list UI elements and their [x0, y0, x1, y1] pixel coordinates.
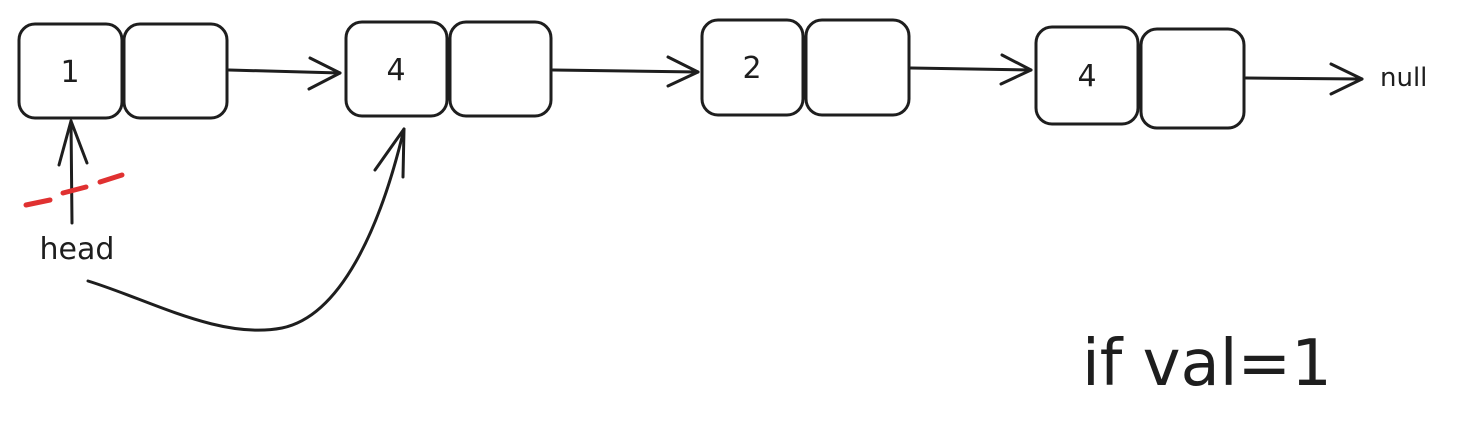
- node-value-box: [17, 22, 124, 120]
- strike-dash: [60, 184, 89, 196]
- strike-mark: [23, 172, 125, 208]
- node-next-box: [122, 22, 229, 120]
- list-node: 4: [344, 20, 553, 118]
- list-node: 2: [700, 18, 911, 117]
- node-value-box: [344, 20, 449, 118]
- strike-dash: [97, 172, 125, 185]
- strike-dash: [23, 197, 53, 208]
- condition-label: if val=1: [1082, 327, 1332, 401]
- head-move-arrow: [86, 127, 406, 332]
- head-pointer-arrow: [57, 119, 89, 225]
- node-value-box: [1034, 25, 1140, 126]
- null-label: null: [1380, 63, 1427, 93]
- node-next-box: [448, 20, 553, 118]
- next-arrow: [551, 55, 700, 88]
- node-value: 1: [60, 55, 79, 90]
- list-node: 4: [1034, 25, 1246, 130]
- node-value: 2: [742, 51, 761, 86]
- null-arrow: [1244, 62, 1364, 96]
- list-node: 1: [17, 22, 229, 120]
- node-value-box: [700, 18, 805, 117]
- node-next-box: [1139, 27, 1246, 130]
- node-value: 4: [386, 53, 405, 88]
- head-label: head: [40, 232, 115, 267]
- node-value: 4: [1077, 59, 1096, 94]
- next-arrow: [909, 53, 1033, 86]
- node-next-box: [804, 18, 911, 117]
- next-arrow: [227, 56, 342, 91]
